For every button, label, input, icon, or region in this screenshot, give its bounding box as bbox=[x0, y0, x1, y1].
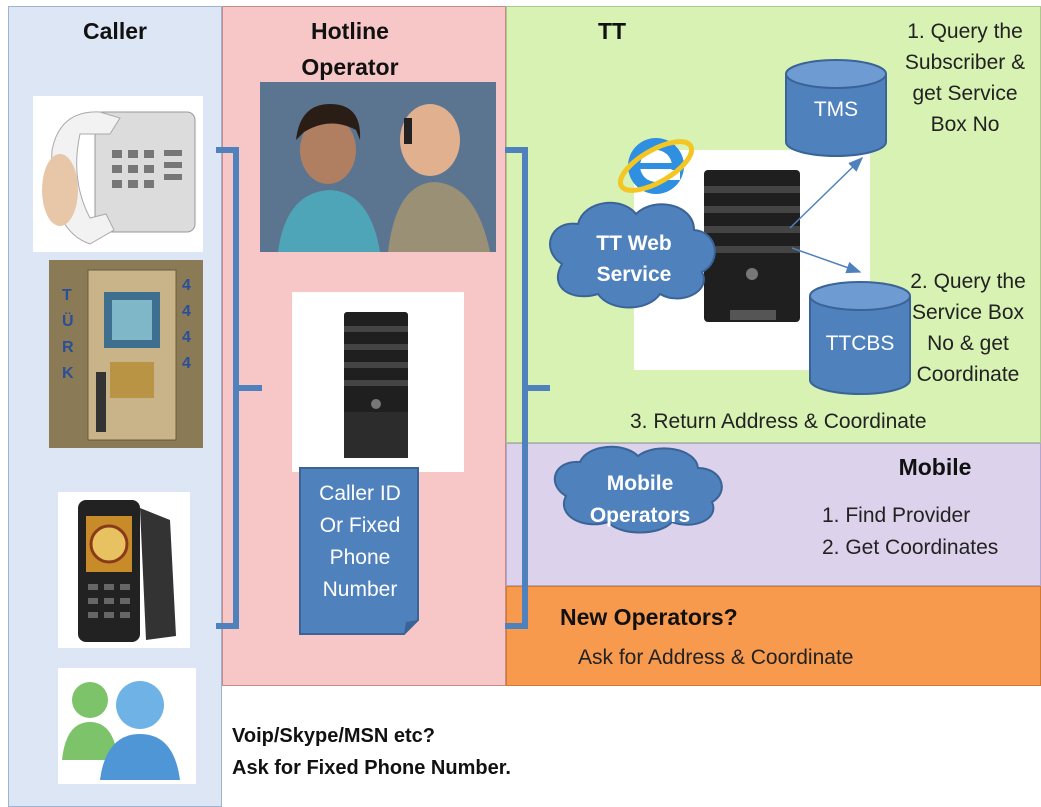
messenger-people-icon bbox=[62, 681, 180, 780]
new-operators-subtitle: Ask for Address & Coordinate bbox=[578, 646, 854, 669]
note-line: Or Fixed bbox=[319, 514, 401, 537]
note-line: Number bbox=[322, 578, 398, 601]
mobile-operators-label-1: Mobile bbox=[606, 472, 674, 495]
step1-text: 1. Query the Subscriber & get Service Bo… bbox=[895, 16, 1035, 140]
mobile-step-1: 1. Find Provider bbox=[822, 504, 971, 527]
svg-text:T: T bbox=[62, 287, 72, 304]
mobile-operators-label-2: Operators bbox=[589, 504, 691, 527]
step1-line: get Service bbox=[912, 82, 1018, 105]
svg-text:R: R bbox=[62, 339, 74, 356]
voip-note: Voip/Skype/MSN etc? Ask for Fixed Phone … bbox=[232, 720, 511, 784]
step3-text: 3. Return Address & Coordinate bbox=[630, 410, 927, 433]
ttcbs-database-icon bbox=[809, 281, 911, 395]
hotline-title-line1: Hotline bbox=[311, 18, 389, 44]
caller-id-note-text: Caller ID Or Fixed Phone Number bbox=[302, 478, 418, 606]
step2-line: 2. Query the bbox=[910, 270, 1026, 293]
payphone-icon: T Ü R K 4 4 4 4 bbox=[62, 269, 191, 441]
voip-note-line1: Voip/Skype/MSN etc? bbox=[232, 725, 436, 747]
step1-line: Subscriber & bbox=[904, 51, 1026, 74]
internet-explorer-icon bbox=[617, 138, 695, 194]
voip-note-line2: Ask for Fixed Phone Number. bbox=[232, 757, 511, 779]
ttcbs-label: TTCBS bbox=[825, 332, 895, 355]
tms-label: TMS bbox=[813, 98, 859, 121]
svg-text:K: K bbox=[62, 365, 74, 382]
svg-text:4: 4 bbox=[182, 303, 191, 320]
step1-line: Box No bbox=[930, 113, 1000, 136]
bracket-connectors bbox=[216, 147, 550, 629]
caller-bracket bbox=[216, 147, 262, 629]
hotline-title-line2: Operator bbox=[301, 54, 399, 80]
tt-web-service-label-2: Service bbox=[596, 263, 672, 286]
hotline-server-icon bbox=[344, 312, 408, 458]
query-arrows bbox=[789, 156, 864, 274]
arrow-to-tms bbox=[789, 156, 864, 229]
tt-title: TT bbox=[597, 18, 627, 44]
tt-server-icon bbox=[704, 170, 800, 322]
new-operators-panel bbox=[506, 586, 1041, 686]
svg-text:4: 4 bbox=[182, 355, 191, 372]
step2-line: Service Box bbox=[911, 301, 1025, 324]
step2-text: 2. Query the Service Box No & get Coordi… bbox=[898, 266, 1038, 390]
note-line: Caller ID bbox=[319, 482, 401, 505]
caller-id-note-shape bbox=[299, 467, 419, 635]
cell-phone-icon bbox=[78, 500, 176, 642]
hotline-bracket bbox=[505, 147, 550, 629]
svg-text:4: 4 bbox=[182, 329, 191, 346]
caller-title: Caller bbox=[83, 18, 147, 44]
tt-web-service-cloud bbox=[549, 201, 716, 309]
mobile-title: Mobile bbox=[898, 454, 972, 480]
tt-web-service-label-1: TT Web bbox=[596, 232, 672, 255]
step1-line: 1. Query the bbox=[907, 20, 1023, 43]
step2-line: No & get bbox=[927, 332, 1009, 355]
mobile-operators-cloud bbox=[553, 445, 723, 534]
new-operators-title: New Operators? bbox=[560, 604, 738, 630]
step2-line: Coordinate bbox=[916, 363, 1020, 386]
call-center-operators-icon bbox=[260, 82, 496, 252]
mobile-step-2: 2. Get Coordinates bbox=[822, 536, 999, 559]
svg-text:4: 4 bbox=[182, 277, 191, 294]
desk-phone-icon bbox=[42, 111, 196, 245]
arrow-to-ttcbs bbox=[791, 247, 862, 274]
tms-database-icon bbox=[785, 59, 887, 157]
svg-text:Ü: Ü bbox=[62, 311, 74, 330]
note-line: Phone bbox=[329, 546, 391, 569]
